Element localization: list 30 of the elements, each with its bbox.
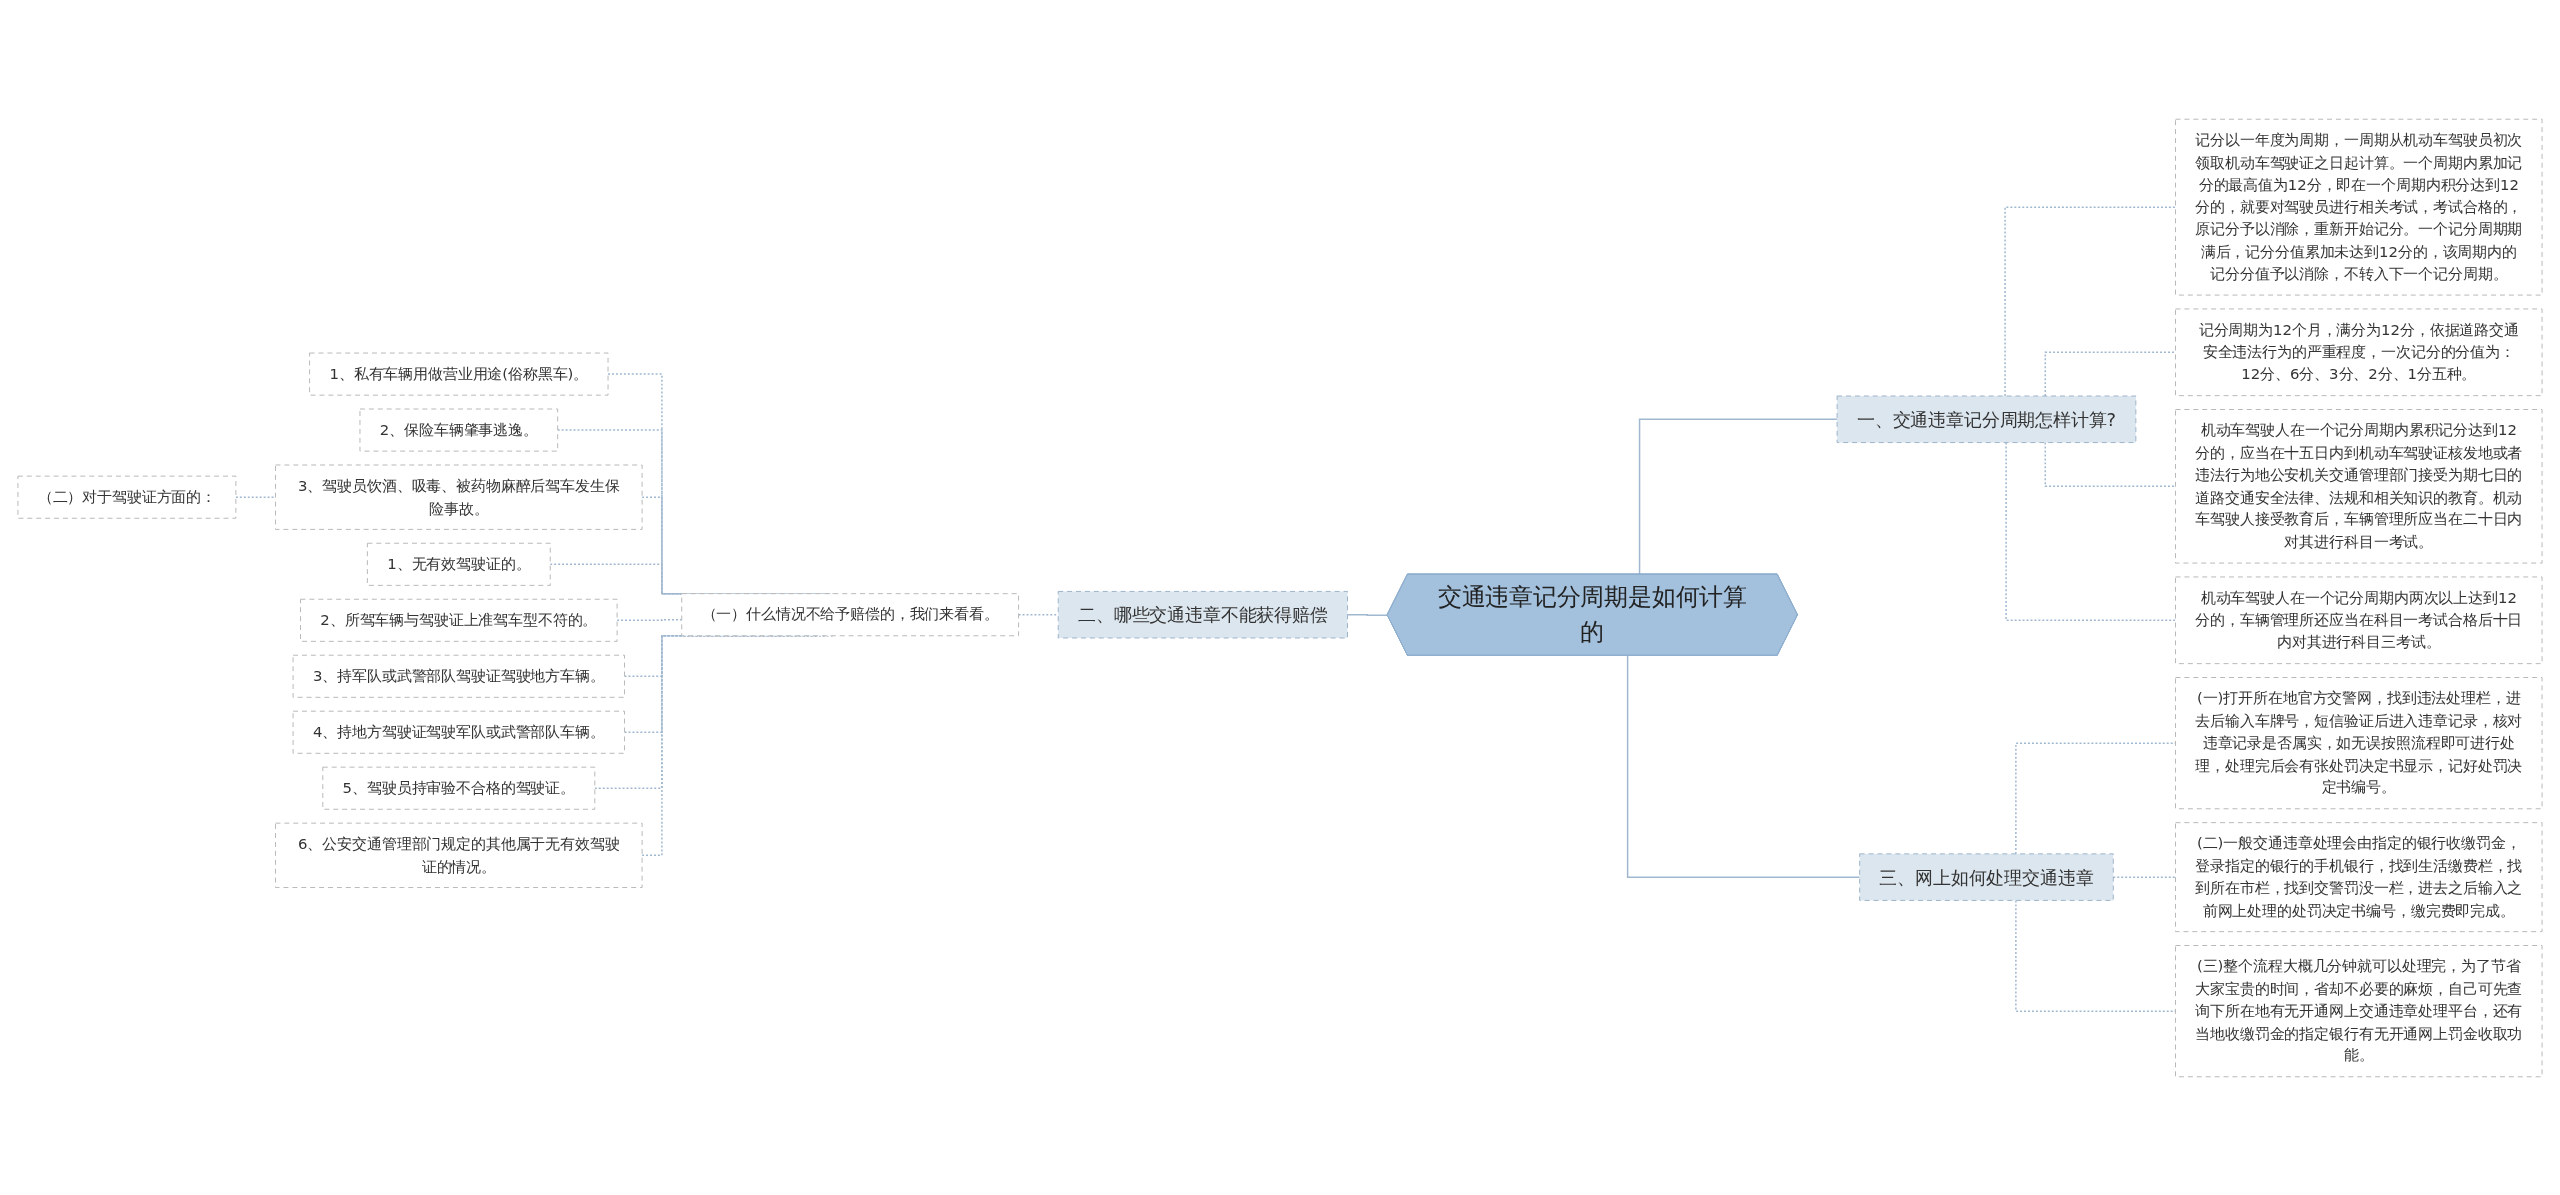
node-box: (三)整个流程大概几分钟就可以处理完，为了节省大家宝贵的时间，省却不必要的麻烦，自己可先查询下所在地有无开通网上交通违章处理平台，还有当地收缴罚金的指定银行有无开通网上罚金收取功能。 — [2175, 944, 2543, 1077]
node-box: 机动车驾驶人在一个记分周期内累积记分达到12分的，应当在十五日内到机动车驾驶证核发地或者违法行为地公安机关交通管理部门接受为期七日的道路交通安全法律、法规和相关知识的教育。机动车驾驶人接受教育后，车辆管理所应当在二十日内对其进行科目一考试。 — [2175, 408, 2543, 564]
connector — [1346, 613, 1389, 616]
node-box: (二)一般交通违章处理会由指定的银行收缴罚金，登录指定的银行的手机银行，找到生活缴费栏，找到所在市栏，找到交警罚没一栏，进去之后输入之前网上处理的处罚决定书编号，缴完费即完成。 — [2175, 821, 2543, 932]
node-box: 3、持军队或武警部队驾驶证驾驶地方车辆。 — [292, 654, 626, 698]
node-box: 6、公安交通管理部门规定的其他属于无有效驾驶证的情况。 — [275, 822, 643, 888]
node-box: 5、驾驶员持审验不合格的驾驶证。 — [322, 766, 596, 810]
node-box: 记分周期为12个月，满分为12分，依据道路交通安全违法行为的严重程度，一次记分的分值为：12分、6分、3分、2分、1分五种。 — [2175, 307, 2543, 396]
node-box: 三、网上如何处理交通违章 — [1859, 852, 2114, 901]
connector — [2112, 875, 2177, 878]
connector — [1638, 418, 1838, 575]
node-box: 2、所驾车辆与驾驶证上准驾车型不符的。 — [300, 598, 618, 642]
node-box: 1、私有车辆用做营业用途(俗称黑车)。 — [309, 352, 609, 396]
connector — [616, 618, 683, 621]
connector — [2005, 441, 2177, 621]
node-box: 4、持地方驾驶证驾驶军队或武警部队车辆。 — [292, 710, 626, 754]
node-box: （二）对于驾驶证方面的： — [17, 475, 237, 519]
node-box: 二、哪些交通违章不能获得赔偿 — [1057, 590, 1348, 638]
connector — [1626, 654, 1861, 878]
node-box: 2、保险车辆肇事逃逸。 — [359, 408, 559, 452]
node-box: （一）什么情况不给予赔偿的，我们来看看。 — [681, 592, 1020, 636]
connector — [235, 495, 277, 498]
node-box: 3、驾驶员饮酒、吸毒、被药物麻醉后驾车发生保险事故。 — [275, 464, 643, 530]
node-box: 一、交通违章记分周期怎样计算? — [1836, 395, 2137, 443]
node-box: 机动车驾驶人在一个记分周期内两次以上达到12分的，车辆管理所还应当在科目一考试合格后十日内对其进行科目三考试。 — [2175, 575, 2543, 664]
connector — [1017, 613, 1059, 615]
node-box: 记分以一年度为周期，一周期从机动车驾驶员初次领取机动车驾驶证之日起计算。一个周期内累加记分的最高值为12分，即在一个周期内积分达到12分的，就要对驾驶员进行相关考试，考试合格的，原记分予以消除，重新开始记分。一个记分周期期满后，记分分值累加未达到12分的，该周期内的记分分值予以消除，不转入下一个记分周期。 — [2175, 118, 2543, 296]
node-box: 1、无有效驾驶证的。 — [366, 542, 551, 586]
node-box: (一)打开所在地官方交警网，找到违法处理栏，进去后输入车牌号，短信验证后进入违章记录，核对违章记录是否属实，如无误按照流程即可进行处理，处理完后会有张处罚决定书显示，记好处罚决定书编号。 — [2175, 676, 2543, 809]
connector — [2044, 441, 2177, 487]
